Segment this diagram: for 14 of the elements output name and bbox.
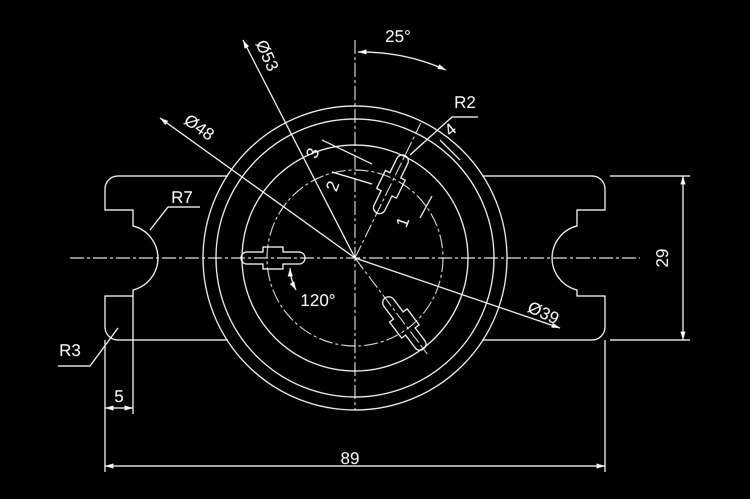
dimension-text: Ø39	[524, 298, 562, 328]
dimension-text: 120°	[300, 291, 336, 310]
dimension-text: R2	[454, 93, 476, 112]
dimension-text: Ø48	[180, 110, 218, 144]
dimension-text: R3	[59, 341, 81, 360]
dimension-text: 2	[322, 178, 344, 194]
dimension-text: 1	[392, 214, 414, 230]
dimension-text: Ø53	[252, 37, 282, 74]
dimension-text: 89	[340, 449, 360, 468]
dimension-text: 29	[653, 248, 672, 268]
dimension-text: 25°	[385, 27, 411, 46]
dimension-text: 4	[440, 119, 460, 140]
dimension-text: R7	[171, 188, 193, 207]
dimension-text: 5	[114, 387, 124, 406]
